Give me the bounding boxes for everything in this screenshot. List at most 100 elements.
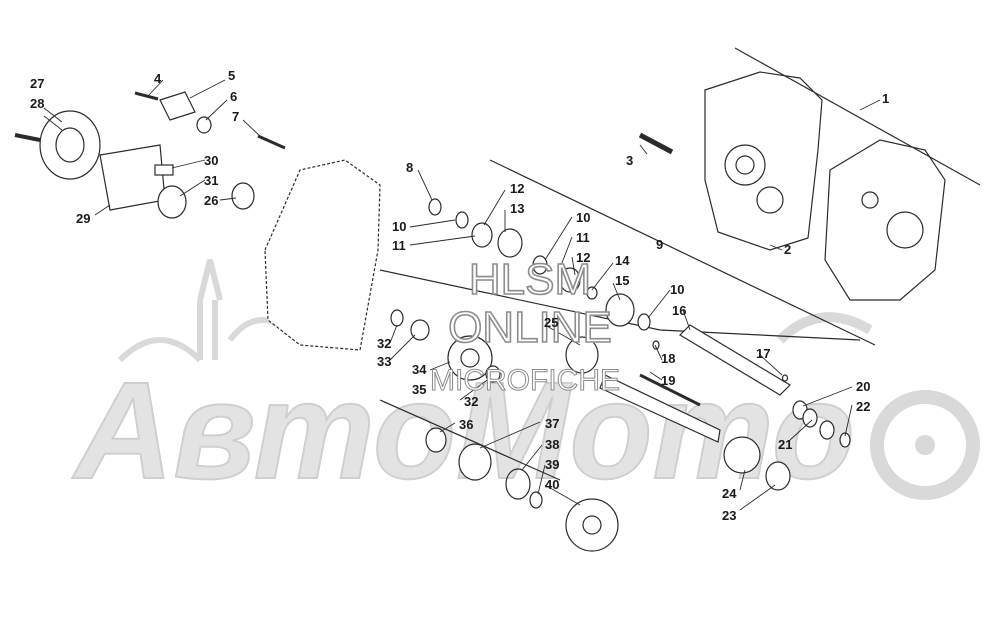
axis-line-upper [379,269,861,341]
shaft-16-icon [679,324,791,396]
callout-12-b: 12 [576,250,590,265]
bearing-21-icon [802,408,818,428]
callout-6: 6 [230,89,237,104]
seal-26-icon [231,182,255,210]
leader-line-9 [489,159,876,346]
spring-13-icon [471,222,493,248]
callout-7: 7 [232,109,239,124]
bolt-27-icon [14,133,41,142]
watermark-background [117,259,980,500]
gear-24-icon [723,436,761,474]
crankcase-assembly [638,47,981,301]
ring-10b-icon [532,255,548,275]
ring-10c-icon [637,313,651,331]
cover-28-bore-icon [55,127,85,163]
callout-21: 21 [778,437,792,452]
callout-35: 35 [412,382,426,397]
callout-40: 40 [545,477,559,492]
callout-39: 39 [545,457,559,472]
sleeve-12-icon [497,228,523,258]
bearing-23-icon [765,461,791,491]
circlip-38-icon [505,468,531,500]
crankcase-half-right [824,139,946,301]
washer-32a-icon [390,309,404,327]
callout-17: 17 [756,346,770,361]
ball-17-icon [781,374,789,382]
callout-32-a: 32 [377,336,391,351]
bushing-15-icon [605,293,635,327]
callout-3: 3 [626,153,633,168]
callout-12-a: 12 [510,181,524,196]
watermark-brand-middle: ONLINE [448,303,612,352]
output-shaft-icon [599,374,721,443]
callout-36: 36 [459,417,473,432]
washer-22-icon [839,432,851,448]
callout-34: 34 [412,362,427,377]
watermark-foreground: HLSM ONLINE MICROFICHE [430,254,621,397]
bearing-31-icon [157,185,187,219]
gear-train-parts [390,309,851,552]
axis-line-lower [379,399,561,481]
crankcase-outline-phantom [264,159,381,351]
callout-18: 18 [661,351,675,366]
callout-leaders [43,79,881,511]
callout-19: 19 [661,373,675,388]
callout-1: 1 [882,91,889,106]
pin-30-icon [154,164,174,176]
callout-4: 4 [154,71,162,86]
leader-line-1 [734,47,981,186]
callout-11-b: 11 [576,230,590,245]
screw-4-icon [134,91,159,101]
washer-8-icon [428,198,442,216]
callout-16: 16 [672,303,686,318]
crankcase-bore-inner-icon [735,155,755,175]
callout-33: 33 [377,354,391,369]
nut-36-icon [425,427,447,453]
exploded-parts [14,47,981,552]
crankcase-bore2-icon [756,186,784,214]
key-19-icon [639,373,701,407]
crankcase-right-boss-icon [861,191,879,209]
bolt-7-icon [257,134,286,150]
callout-31: 31 [204,173,218,188]
callout-24: 24 [722,486,737,501]
callout-32-b: 32 [464,394,478,409]
callout-28: 28 [30,96,44,111]
callout-38: 38 [545,437,559,452]
upper-shaft-parts [428,198,791,407]
callout-11-a: 11 [392,238,406,253]
bearing-25-icon [565,336,599,374]
callout-8: 8 [406,160,413,175]
bolt-3-icon [638,132,674,155]
callout-27: 27 [30,76,44,91]
crankcase-right-bore-icon [886,211,924,249]
watermark-wheel-icon [870,390,980,500]
callout-37: 37 [545,416,559,431]
callout-5: 5 [228,68,235,83]
bushing-33-icon [410,319,430,341]
callout-26: 26 [204,193,218,208]
actuator-5-icon [159,91,196,121]
clip-14-icon [586,286,598,300]
washer-20b-icon [819,420,835,440]
watermark-handlebar-icon [776,312,873,344]
callout-2: 2 [784,242,791,257]
callout-30: 30 [204,153,218,168]
gear-40-hub-icon [582,515,602,535]
callout-9: 9 [656,237,663,252]
callout-13: 13 [510,201,524,216]
pin-18-icon [652,340,660,350]
callout-25: 25 [544,315,558,330]
watermark-hub-icon [915,435,935,455]
watermark-spire-icon [197,259,223,360]
oring-6-icon [196,116,212,134]
watermark-brand-bottom: MICROFICHE [430,364,620,397]
callout-22: 22 [856,399,870,414]
washer-39-icon [529,491,543,509]
callout-23: 23 [722,508,736,523]
ring-10a-icon [455,211,469,229]
bearing-37-icon [458,443,492,481]
gasket-29-icon [99,144,166,211]
